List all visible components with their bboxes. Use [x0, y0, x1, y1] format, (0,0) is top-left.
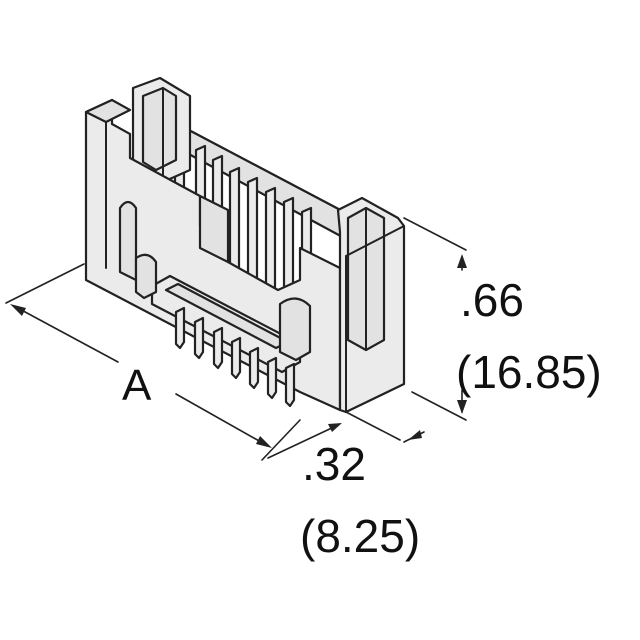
- width-label: A: [122, 361, 152, 410]
- standoff-frame: [134, 253, 312, 374]
- right-latch-post: [336, 196, 406, 414]
- pin-row-bottom: [174, 306, 296, 408]
- depth-mm-label: (8.25): [300, 510, 420, 562]
- dimension-height: [403, 217, 467, 421]
- height-inch-label: .66: [460, 274, 524, 326]
- left-latch-post: [131, 76, 192, 184]
- dimension-depth: [267, 411, 425, 459]
- height-mm-label: (16.85): [456, 346, 602, 398]
- depth-inch-label: .32: [302, 438, 366, 490]
- dimension-a: [5, 263, 301, 461]
